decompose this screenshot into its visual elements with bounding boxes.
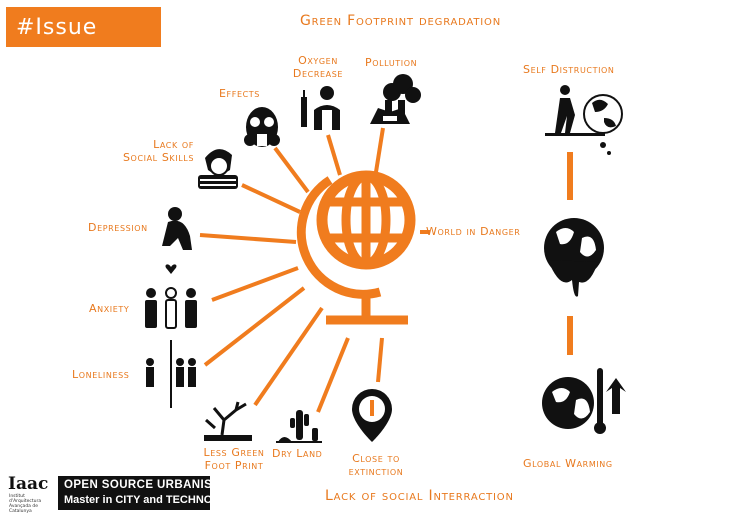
issue-tag: #Issue bbox=[6, 7, 161, 47]
iaac-logo-subtitle: Institut d'Arquitectura Avançada de Cata… bbox=[9, 494, 42, 514]
label-loneliness: Loneliness bbox=[72, 368, 130, 381]
label-social-line2: Social Skills bbox=[122, 151, 194, 164]
cactus-icon bbox=[276, 410, 322, 443]
label-pollution: Pollution bbox=[365, 56, 418, 69]
label-world-danger: World in Danger bbox=[426, 225, 521, 238]
anxiety-group-icon bbox=[145, 264, 197, 329]
globe-icon bbox=[296, 170, 416, 325]
dead-tree-icon bbox=[204, 401, 252, 441]
label-effects: Effects bbox=[219, 87, 260, 100]
connector-lines bbox=[199, 127, 430, 413]
program-logo-line2: Master in CITY and TECHNOLOGY bbox=[64, 494, 244, 506]
label-green: Less Green Foot Print bbox=[198, 446, 270, 472]
label-extinction: Close to extinction bbox=[340, 452, 412, 478]
location-pin-icon bbox=[352, 389, 392, 442]
label-oxygen-line1: Oxygen bbox=[298, 54, 338, 67]
iaac-logo: Iaac bbox=[8, 474, 49, 494]
loneliness-icon bbox=[146, 340, 196, 408]
label-depression: Depression bbox=[88, 221, 148, 234]
melting-world-icon bbox=[544, 218, 604, 297]
child-icon bbox=[198, 149, 238, 189]
oxygen-person-icon bbox=[301, 86, 340, 130]
label-extinction-line1: Close to bbox=[352, 452, 400, 465]
label-social-line1: Lack of bbox=[153, 138, 194, 151]
bottom-title: Lack of social Interraction bbox=[325, 488, 514, 504]
top-title: Green Footprint degradation bbox=[300, 13, 501, 29]
label-self-destruction: Self Distruction bbox=[523, 63, 615, 76]
factory-pollution-icon bbox=[370, 74, 421, 124]
label-anxiety: Anxiety bbox=[89, 302, 130, 315]
label-green-line2: Foot Print bbox=[204, 459, 264, 472]
gas-mask-icon bbox=[244, 107, 280, 147]
label-global-warming: Global Warming bbox=[523, 457, 613, 470]
program-logo-line1: OPEN SOURCE URBANISM bbox=[64, 479, 223, 491]
self-destruction-icon bbox=[545, 85, 623, 155]
global-warming-icon bbox=[542, 368, 626, 434]
label-dry-land: Dry Land bbox=[272, 447, 323, 460]
label-oxygen-line2: Decrease bbox=[292, 67, 344, 80]
depressed-person-icon bbox=[162, 207, 192, 250]
label-oxygen: Oxygen Decrease bbox=[287, 54, 349, 80]
issue-tag-text: #Issue bbox=[16, 14, 98, 40]
label-social: Lack of Social Skills bbox=[100, 138, 194, 164]
label-green-line1: Less Green bbox=[203, 446, 265, 459]
program-logo: OPEN SOURCE URBANISM Master in CITY and … bbox=[58, 476, 244, 510]
label-extinction-line2: extinction bbox=[348, 465, 404, 478]
